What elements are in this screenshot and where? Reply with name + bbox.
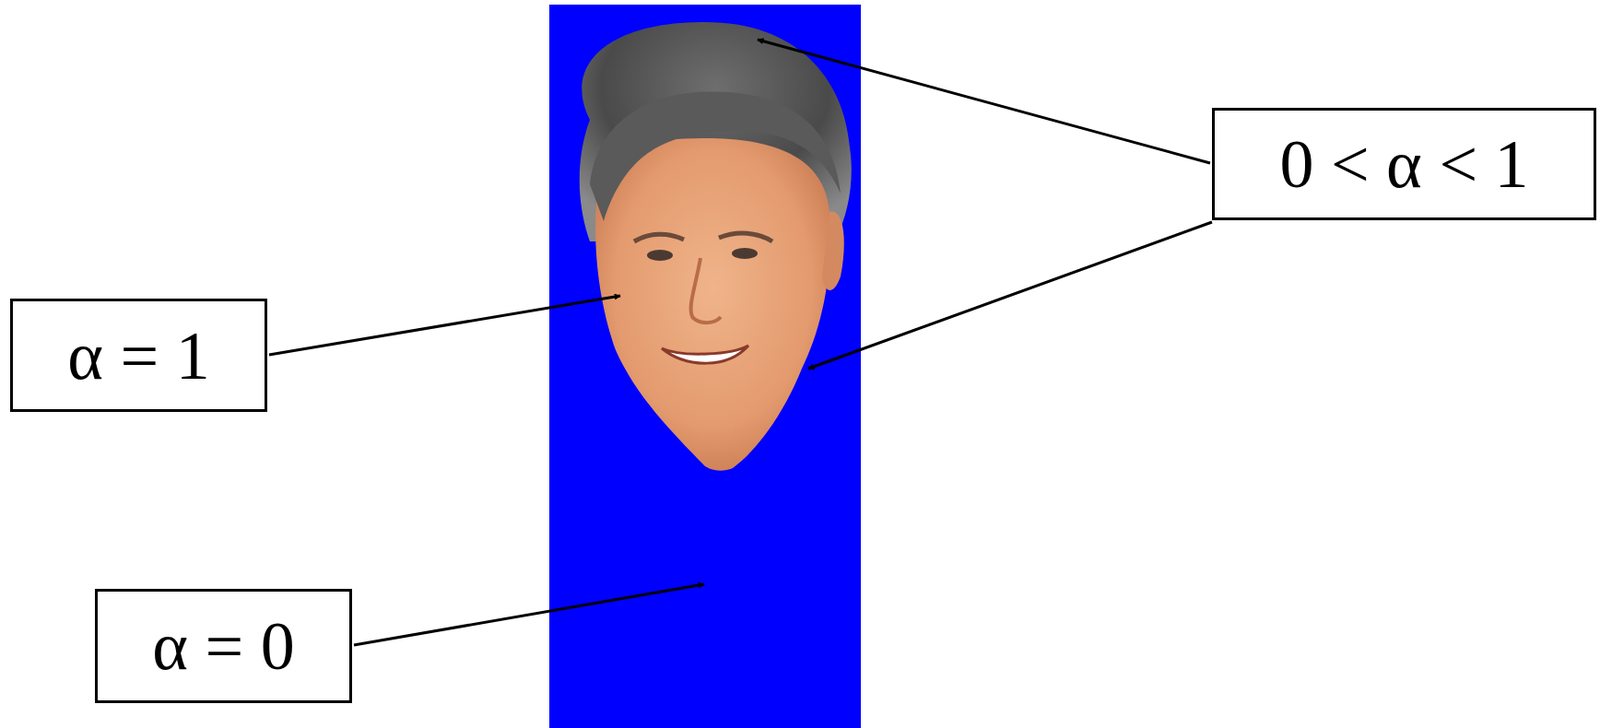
label-box: α = 1 — [10, 298, 268, 412]
label-box: α = 0 — [94, 588, 353, 704]
alpha-label: α = 0 — [152, 611, 295, 681]
leader-lines — [269, 39, 1212, 646]
label-box: 0 < α < 1 — [1211, 107, 1597, 221]
alpha-label: α = 1 — [67, 321, 211, 390]
alpha-label: 0 < α < 1 — [1279, 129, 1529, 199]
